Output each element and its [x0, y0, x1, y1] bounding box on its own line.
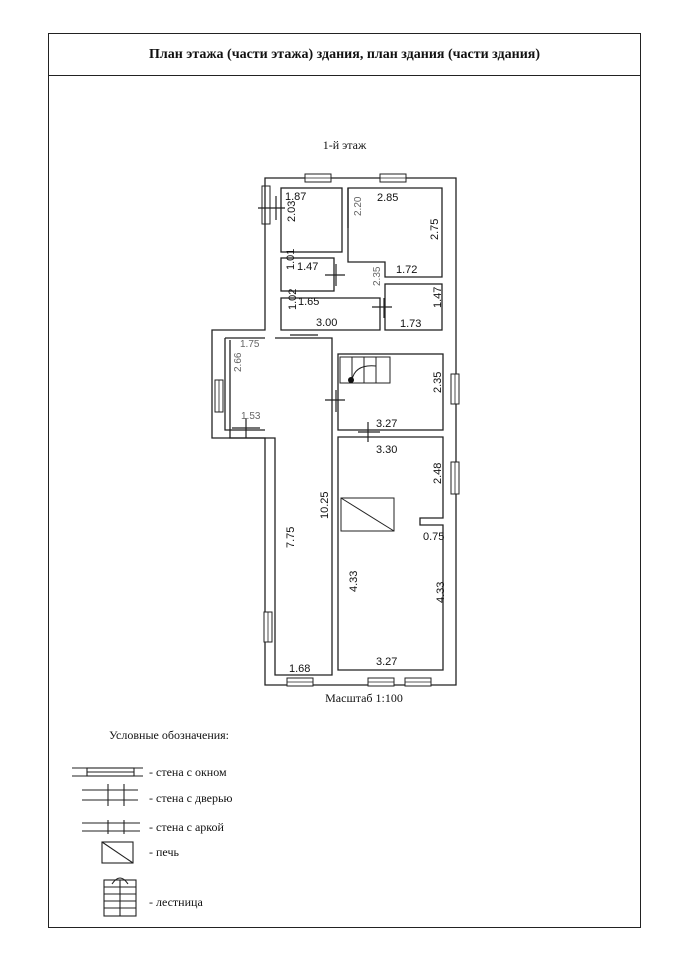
dim-label: 2.85: [377, 192, 398, 204]
dim-label: 4.33: [435, 582, 447, 603]
page-title: План этажа (части этажа) здания, план зд…: [49, 34, 640, 76]
dim-label: 1.47: [297, 261, 318, 273]
dim-label: 3.30: [376, 444, 397, 456]
stove-icon: [101, 841, 134, 864]
staircase-icon: [103, 877, 137, 917]
dim-label: 2.35: [372, 266, 383, 286]
dim-label: 10.25: [319, 491, 331, 519]
dim-label: 7.75: [285, 527, 297, 548]
stairs-marker: [348, 377, 354, 383]
stove: [340, 497, 395, 532]
legend-label-arch: - стена с аркой: [149, 820, 224, 834]
legend-label-door: - стена с дверью: [149, 791, 233, 805]
dim-label: 1.53: [241, 411, 261, 422]
wall-with-window-icon: [72, 767, 143, 777]
window-left: [261, 185, 271, 225]
room-4: [280, 297, 381, 331]
dim-label: 0.75: [423, 531, 444, 543]
room-stairs: [337, 353, 444, 431]
floor-label: 1-й этаж: [322, 138, 367, 152]
dim-label: 2.20: [353, 196, 364, 216]
staircase: [339, 356, 391, 384]
wall-with-arch-icon: [82, 820, 140, 834]
dim-label: 1.72: [396, 264, 417, 276]
dim-label: 1.01: [285, 249, 297, 270]
dim-label: 2.35: [432, 372, 444, 393]
room-hall: [229, 337, 333, 676]
dim-label: 1.75: [240, 339, 260, 350]
legend-label-window: - стена с окном: [149, 765, 227, 779]
dim-label: 3.27: [376, 418, 397, 430]
building-outline: [211, 177, 457, 686]
dim-label: 1.47: [432, 287, 444, 308]
drawing-frame: План этажа (части этажа) здания, план зд…: [48, 33, 641, 928]
wall-with-door-icon: [82, 784, 138, 806]
dim-label: 2.03: [286, 201, 298, 222]
room-2: [347, 187, 443, 278]
legend-label-stove: - печь: [149, 845, 179, 859]
scale-label: Масштаб 1:100: [325, 691, 403, 705]
room-large: [337, 436, 444, 671]
room-1: [280, 187, 343, 253]
legend-title: Условные обозначения:: [109, 728, 230, 742]
dim-label: 2.75: [429, 219, 441, 240]
dim-label: 1.87: [285, 191, 306, 203]
dim-label: 2.66: [233, 352, 244, 372]
dim-label: 1.65: [298, 296, 319, 308]
dim-label: 1.73: [400, 318, 421, 330]
dim-label: 1.02: [287, 289, 299, 310]
dim-label: 1.68: [289, 663, 310, 675]
dim-label: 3.27: [376, 656, 397, 668]
legend-label-stairs: - лестница: [149, 895, 203, 909]
dim-label: 3.00: [316, 317, 337, 329]
dim-label: 4.33: [348, 571, 360, 592]
dim-label: 2.48: [432, 463, 444, 484]
